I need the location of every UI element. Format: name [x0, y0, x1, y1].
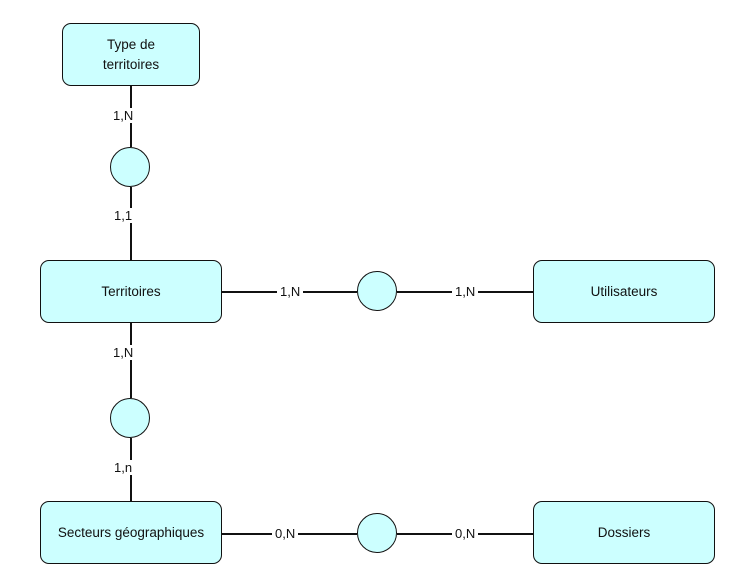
- entity-label-territoires: Territoires: [101, 283, 161, 299]
- cardinality-type-territoires-top: 1,N: [110, 108, 137, 123]
- link-territoires-secteurs-top: [130, 323, 132, 398]
- relation-node-territoires-utilisateurs[interactable]: [357, 271, 397, 311]
- cardinality-territoires-utilisateurs-right: 1,N: [452, 284, 479, 299]
- entity-label-type-de-territoires: Type de territoires: [102, 36, 160, 72]
- entity-territoires[interactable]: Territoires: [40, 260, 222, 323]
- entity-label-dossiers: Dossiers: [597, 524, 651, 540]
- entity-type-de-territoires[interactable]: Type de territoires: [62, 23, 200, 86]
- entity-secteurs-geographiques[interactable]: Secteurs géographiques: [40, 501, 222, 564]
- cardinality-territoires-utilisateurs-left: 1,N: [277, 284, 304, 299]
- cardinality-territoires-secteurs-top: 1,N: [110, 345, 137, 360]
- entity-label-utilisateurs: Utilisateurs: [590, 283, 658, 299]
- cardinality-secteurs-dossiers-left: 0,N: [272, 526, 299, 541]
- cardinality-secteurs-dossiers-right: 0,N: [452, 526, 479, 541]
- entity-utilisateurs[interactable]: Utilisateurs: [533, 260, 715, 323]
- relation-node-type-territoires[interactable]: [110, 147, 150, 187]
- entity-label-secteurs-geographiques: Secteurs géographiques: [57, 524, 205, 540]
- cardinality-type-territoires-bottom: 1,1: [111, 208, 136, 223]
- link-type-territoires-bottom: [130, 187, 132, 260]
- relation-node-secteurs-dossiers[interactable]: [357, 513, 397, 553]
- entity-dossiers[interactable]: Dossiers: [533, 501, 715, 564]
- relation-node-territoires-secteurs[interactable]: [110, 398, 150, 438]
- cardinality-territoires-secteurs-bottom: 1,n: [111, 460, 136, 475]
